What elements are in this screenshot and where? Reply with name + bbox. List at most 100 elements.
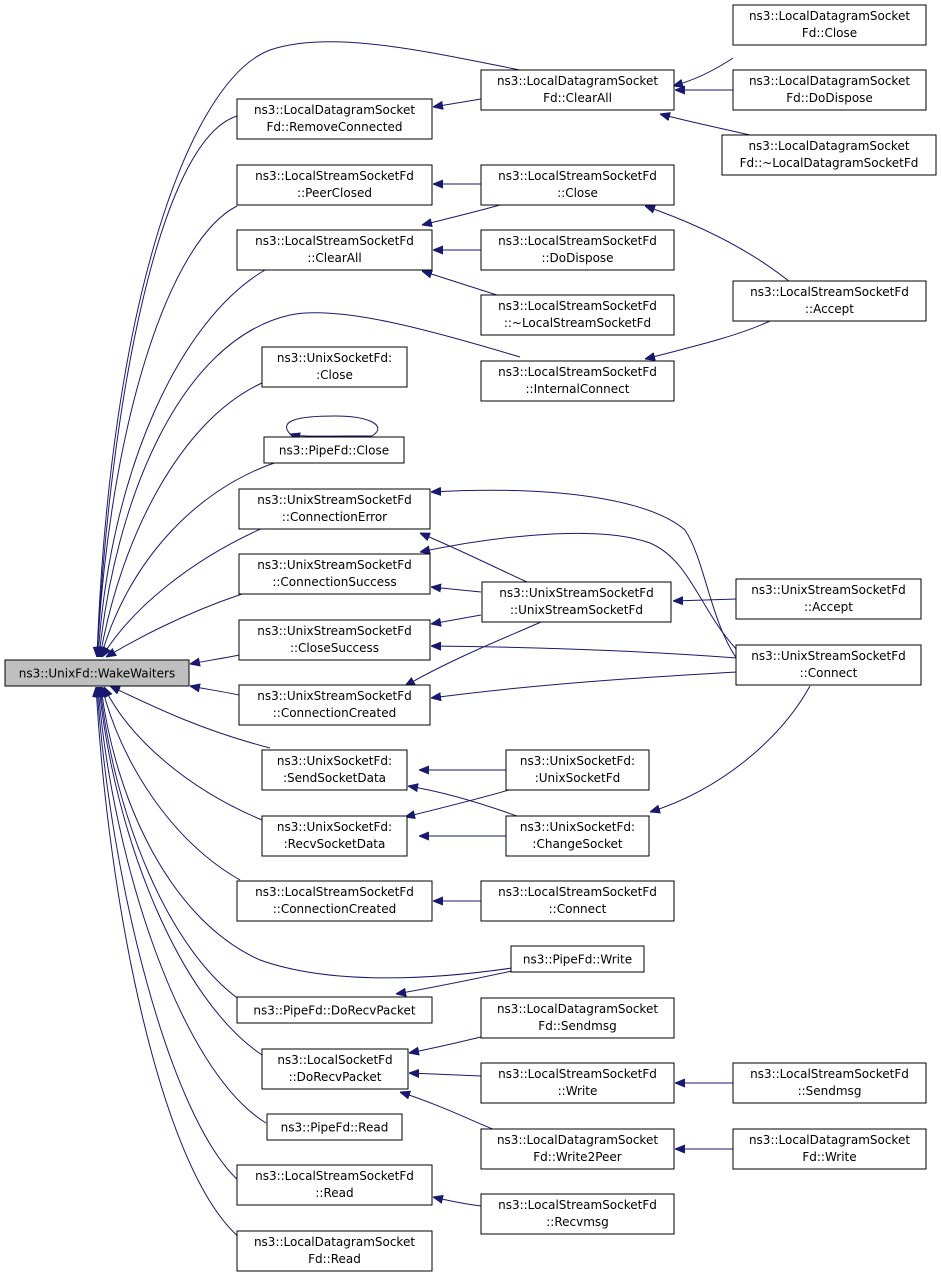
- node-ussf-connectioncreated[interactable]: ns3::UnixStreamSocketFd::ConnectionCreat…: [238, 684, 431, 726]
- node-wakewaiters[interactable]: ns3::UnixFd::WakeWaiters: [4, 659, 190, 687]
- edge: [431, 587, 482, 592]
- node-lssf-destructor[interactable]: ns3::LocalStreamSocketFd::~LocalStreamSo…: [480, 294, 675, 336]
- edge: [400, 1092, 501, 1133]
- node-label: :RecvSocketData: [284, 837, 386, 851]
- node-lssf-internalconnect[interactable]: ns3::LocalStreamSocketFd::InternalConnec…: [480, 360, 675, 402]
- nodes: ns3::UnixFd::WakeWaiters ns3::LocalDatag…: [4, 4, 937, 1272]
- node-label: :ChangeSocket: [532, 837, 622, 851]
- node-label: Fd::Close: [802, 26, 857, 40]
- node-label: ns3::UnixSocketFd:: [520, 820, 635, 834]
- edge: [100, 382, 263, 657]
- node-label: Fd::ClearAll: [543, 91, 612, 105]
- edge: [190, 686, 240, 696]
- node-label: ns3::LocalDatagramSocket: [254, 1235, 415, 1249]
- node-usf-sendsocketdata[interactable]: ns3::UnixSocketFd::SendSocketData: [261, 749, 408, 791]
- edge: [645, 320, 771, 359]
- node-label: ns3::LocalStreamSocketFd: [750, 285, 909, 299]
- node-lssf-accept[interactable]: ns3::LocalStreamSocketFd::Accept: [732, 280, 927, 322]
- node-ldsf-clearall[interactable]: ns3::LocalDatagramSocketFd::ClearAll: [480, 69, 675, 111]
- node-lssf-connect[interactable]: ns3::LocalStreamSocketFd::Connect: [480, 880, 675, 922]
- node-lssf-clearall[interactable]: ns3::LocalStreamSocketFd::ClearAll: [236, 229, 433, 271]
- edge: [420, 533, 528, 583]
- node-usf-changesocket[interactable]: ns3::UnixSocketFd::ChangeSocket: [505, 815, 650, 857]
- edge: [650, 685, 811, 812]
- node-lssf-close[interactable]: ns3::LocalStreamSocketFd::Close: [480, 164, 675, 206]
- edge: [660, 114, 751, 136]
- node-label: ns3::PipeFd::Read: [281, 1121, 389, 1135]
- node-usf-close[interactable]: ns3::UnixSocketFd::Close: [261, 346, 408, 388]
- node-lssf-peerclosed[interactable]: ns3::LocalStreamSocketFd::PeerClosed: [236, 164, 433, 206]
- node-label: ::ConnectionCreated: [273, 902, 396, 916]
- edge: [286, 415, 379, 436]
- node-ussf-connect[interactable]: ns3::UnixStreamSocketFd::Connect: [735, 644, 922, 686]
- edge: [97, 687, 241, 1183]
- node-lssf-write[interactable]: ns3::LocalStreamSocketFd::Write: [480, 1062, 675, 1104]
- node-lssf-dodispose[interactable]: ns3::LocalStreamSocketFd::DoDispose: [480, 229, 675, 271]
- node-lssf-connectioncreated[interactable]: ns3::LocalStreamSocketFd::ConnectionCrea…: [236, 880, 433, 922]
- node-label: ns3::LocalDatagramSocket: [254, 103, 415, 117]
- node-label: ::Accept: [804, 600, 853, 614]
- node-ussf-connectionsuccess[interactable]: ns3::UnixStreamSocketFd::ConnectionSucce…: [238, 553, 431, 595]
- node-label: ns3::LocalStreamSocketFd: [255, 234, 414, 248]
- node-label: ::Connect: [800, 666, 858, 680]
- node-pipefd-write[interactable]: ns3::PipeFd::Write: [510, 945, 645, 973]
- node-label: ::Recvmsg: [546, 1215, 609, 1229]
- node-usf-recvsocketdata[interactable]: ns3::UnixSocketFd::RecvSocketData: [261, 815, 408, 857]
- edge: [99, 687, 263, 1056]
- node-ussf-connectionerror[interactable]: ns3::UnixStreamSocketFd::ConnectionError: [238, 488, 431, 530]
- node-label: ns3::LocalStreamSocketFd: [498, 885, 657, 899]
- node-label: Fd::Write2Peer: [533, 1150, 621, 1164]
- edge: [98, 687, 267, 1124]
- node-label: ::InternalConnect: [526, 382, 630, 396]
- node-label: ns3::LocalDatagramSocket: [497, 1002, 658, 1016]
- node-pipefd-close[interactable]: ns3::PipeFd::Close: [263, 436, 405, 464]
- node-label: ns3::UnixSocketFd:: [277, 351, 392, 365]
- node-ldsf-read[interactable]: ns3::LocalDatagramSocketFd::Read: [236, 1230, 433, 1272]
- node-label: ns3::LocalDatagramSocket: [497, 74, 658, 88]
- node-label: ::Sendmsg: [798, 1084, 862, 1098]
- node-ldsf-close[interactable]: ns3::LocalDatagramSocketFd::Close: [732, 4, 927, 46]
- node-label: ::CloseSuccess: [290, 641, 379, 655]
- node-label: ::DoDispose: [541, 251, 613, 265]
- node-label: :UnixSocketFd: [535, 771, 621, 785]
- edge: [100, 687, 241, 1001]
- node-label: ns3::UnixSocketFd:: [277, 820, 392, 834]
- node-label: ns3::LocalDatagramSocket: [749, 1133, 910, 1147]
- node-label: ::ConnectionSuccess: [272, 575, 396, 589]
- node-label: Fd::Sendmsg: [538, 1019, 616, 1033]
- node-ussf-closesuccess[interactable]: ns3::UnixStreamSocketFd::CloseSuccess: [238, 619, 431, 661]
- node-lssf-read[interactable]: ns3::LocalStreamSocketFd::Read: [236, 1164, 433, 1206]
- node-label: ns3::LocalDatagramSocket: [749, 9, 910, 23]
- node-ussf-ctor[interactable]: ns3::UnixStreamSocketFd::UnixStreamSocke…: [481, 581, 672, 623]
- edge: [408, 786, 526, 820]
- edge: [104, 687, 263, 821]
- node-label: ::Connect: [549, 902, 607, 916]
- node-ldsf-removeconnected[interactable]: ns3::LocalDatagramSocketFd::RemoveConnec…: [236, 98, 433, 140]
- node-label: ns3::PipeFd::Write: [523, 953, 632, 967]
- node-ldsf-destructor[interactable]: ns3::LocalDatagramSocketFd::~LocalDatagr…: [721, 134, 937, 176]
- node-label: ::Read: [315, 1186, 353, 1200]
- node-lsf-dorecvpacket[interactable]: ns3::LocalSocketFd::DoRecvPacket: [261, 1048, 409, 1090]
- node-label: ::PeerClosed: [297, 186, 372, 200]
- node-label: ns3::PipeFd::Close: [279, 444, 389, 458]
- node-label: ns3::LocalStreamSocketFd: [498, 299, 657, 313]
- edge: [409, 1073, 482, 1076]
- node-lssf-sendmsg[interactable]: ns3::LocalStreamSocketFd::Sendmsg: [732, 1062, 927, 1104]
- node-label: ns3::LocalDatagramSocket: [749, 74, 910, 88]
- node-usf-ctor[interactable]: ns3::UnixSocketFd::UnixSocketFd: [505, 749, 650, 791]
- edge: [431, 671, 738, 698]
- node-ussf-accept[interactable]: ns3::UnixStreamSocketFd::Accept: [735, 578, 922, 620]
- node-label: ns3::LocalStreamSocketFd: [255, 169, 414, 183]
- node-ldsf-sendmsg[interactable]: ns3::LocalDatagramSocketFd::Sendmsg: [480, 997, 675, 1039]
- node-ldsf-write2peer[interactable]: ns3::LocalDatagramSocketFd::Write2Peer: [480, 1128, 675, 1170]
- node-label: ::Write: [558, 1084, 598, 1098]
- node-ldsf-write[interactable]: ns3::LocalDatagramSocketFd::Write: [732, 1128, 927, 1170]
- node-label: ns3::LocalStreamSocketFd: [498, 234, 657, 248]
- node-pipefd-dorecvpacket[interactable]: ns3::PipeFd::DoRecvPacket: [236, 996, 433, 1024]
- node-pipefd-read[interactable]: ns3::PipeFd::Read: [266, 1113, 403, 1141]
- node-label: ns3::UnixStreamSocketFd: [257, 624, 412, 638]
- node-lssf-recvmsg[interactable]: ns3::LocalStreamSocketFd::Recvmsg: [480, 1193, 675, 1235]
- node-label: ns3::UnixFd::WakeWaiters: [19, 667, 175, 681]
- node-ldsf-dodispose[interactable]: ns3::LocalDatagramSocketFd::DoDispose: [732, 69, 927, 111]
